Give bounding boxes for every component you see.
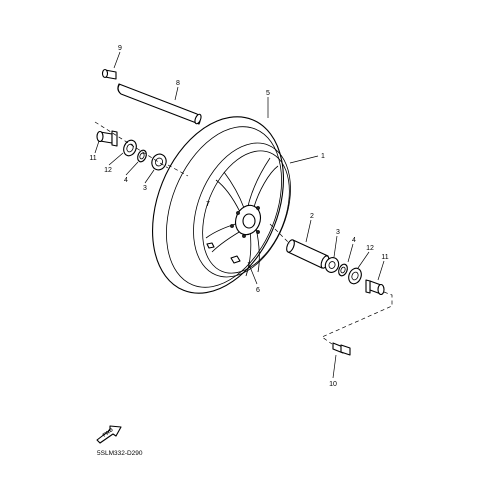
fwd-label: FWD (102, 427, 115, 439)
callout-4-left: 4 (124, 177, 128, 184)
callout-12-left: 12 (104, 167, 112, 174)
callout-3-left: 3 (143, 185, 147, 192)
callout-12-right: 12 (366, 245, 374, 252)
rim (193, 142, 291, 278)
callout-4-right: 4 (352, 237, 356, 244)
callout-9: 9 (118, 45, 122, 52)
front-axle (117, 83, 202, 125)
callout-2: 2 (310, 213, 314, 220)
fwd-arrow-icon: FWD (96, 425, 122, 444)
leader-lines (94, 51, 385, 379)
callout-11-right: 11 (381, 254, 388, 261)
bearing-left (151, 153, 167, 171)
brake-disc-bolt (206, 242, 241, 264)
callout-3-right: 3 (336, 229, 340, 236)
callout-10: 10 (329, 381, 337, 388)
tire (152, 116, 284, 294)
assembly-lines (94, 121, 393, 345)
pinch-bolt (332, 342, 351, 356)
callout-6: 6 (256, 287, 260, 294)
wheel-spacer-tube (286, 239, 330, 269)
axle-cap (101, 68, 117, 80)
callout-8: 8 (176, 80, 180, 87)
callout-11-left: 11 (89, 155, 96, 162)
diagram-code: 5SLM332-D290 (97, 450, 143, 457)
callouts: 9 8 5 1 11 12 4 3 7 2 3 4 12 11 6 10 (89, 45, 388, 388)
spacer-left (137, 149, 147, 163)
callout-7: 7 (206, 201, 210, 208)
wheel-hub (230, 204, 262, 238)
callout-1: 1 (321, 153, 325, 160)
spacer-right (338, 263, 348, 277)
oil-seal-left (123, 139, 137, 157)
collar-right (365, 279, 385, 296)
collar-left (96, 130, 118, 147)
oil-seal-right (348, 267, 362, 285)
bearing-right (324, 257, 340, 273)
callout-5: 5 (266, 90, 270, 97)
